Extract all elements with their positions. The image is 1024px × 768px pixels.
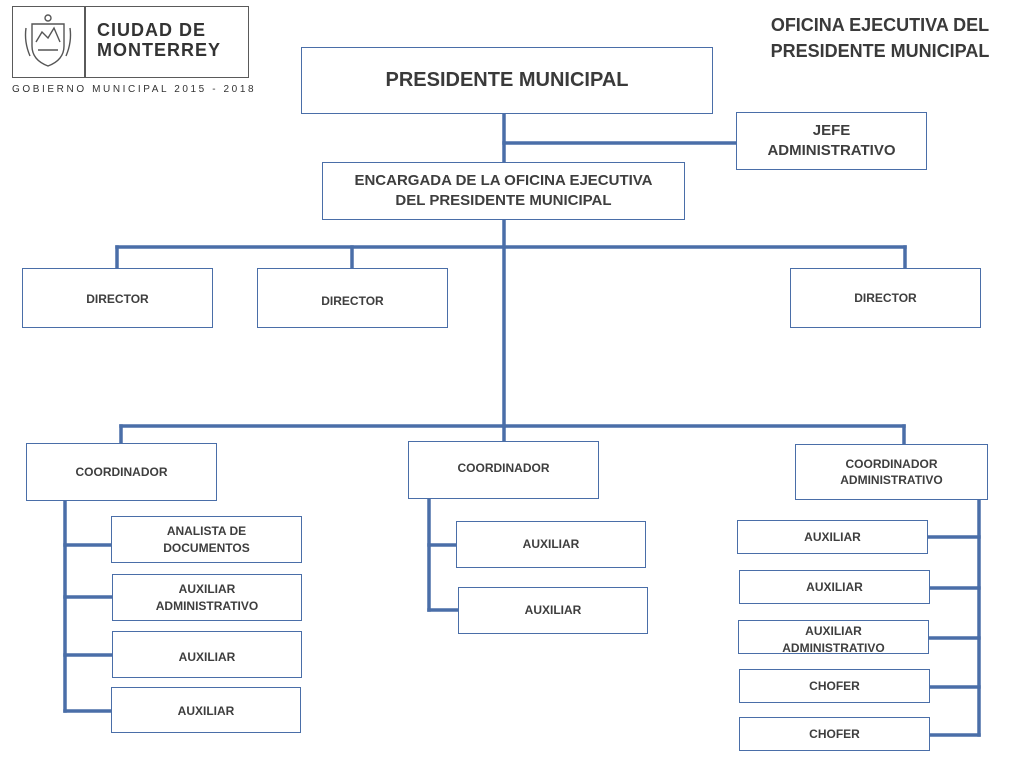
director-label: DIRECTOR — [321, 294, 384, 308]
director-label: DIRECTOR — [86, 292, 149, 306]
page-title-line1: OFICINA EJECUTIVA DEL — [770, 15, 990, 35]
city-name-line2: MONTERREY — [97, 40, 222, 60]
jefe-label-line2: ADMINISTRATIVO — [767, 142, 896, 159]
staff-box-auxiliar: AUXILIAR — [111, 687, 301, 733]
city-crest-icon — [24, 14, 72, 67]
jefe-label-line1: JEFE — [812, 121, 851, 139]
staff-label: AUXILIAR — [804, 529, 861, 544]
page-title-line2: PRESIDENTE MUNICIPAL — [770, 41, 990, 61]
staff-label: ANALISTA DE — [166, 524, 247, 539]
staff-label: ADMINISTRATIVO — [782, 640, 885, 654]
coordinator-label: COORDINADOR — [457, 461, 550, 475]
coordinator-admin-box: COORDINADOR ADMINISTRATIVO — [795, 444, 988, 500]
coordinator-label: COORDINADOR — [75, 464, 168, 479]
logo-frame — [12, 6, 249, 78]
page-title: OFICINA EJECUTIVA DEL PRESIDENTE MUNICIP… — [750, 12, 1010, 64]
staff-label: CHOFER — [809, 678, 860, 693]
staff-label: AUXILIAR — [522, 537, 580, 552]
director-box: DIRECTOR — [257, 268, 448, 328]
staff-label: AUXILIAR — [806, 579, 863, 594]
staff-box-auxiliar-administrativo: AUXILIAR ADMINISTRATIVO — [112, 574, 302, 621]
jefe-administrativo-box: JEFE ADMINISTRATIVO — [736, 112, 927, 170]
coordinator-center-box: COORDINADOR — [408, 441, 599, 499]
director-box: DIRECTOR — [22, 268, 213, 328]
staff-box-auxiliar: AUXILIAR — [112, 631, 302, 678]
staff-label: ADMINISTRATIVO — [155, 598, 259, 613]
staff-box-auxiliar: AUXILIAR — [458, 587, 648, 634]
staff-label: AUXILIAR — [178, 650, 236, 665]
president-label: PRESIDENTE MUNICIPAL — [385, 69, 629, 91]
staff-label: DOCUMENTOS — [163, 540, 250, 555]
staff-box-auxiliar-administrativo: AUXILIAR ADMINISTRATIVO — [738, 620, 929, 654]
staff-box-chofer: CHOFER — [739, 669, 930, 703]
city-name: CIUDAD DE MONTERREY — [97, 20, 247, 60]
staff-label: AUXILIAR — [524, 603, 582, 618]
staff-box-auxiliar: AUXILIAR — [456, 521, 646, 568]
encargada-label-line1: ENCARGADA DE LA OFICINA EJECUTIVA — [354, 171, 653, 189]
coordinator-admin-line2: ADMINISTRATIVO — [840, 473, 943, 487]
coordinator-left-box: COORDINADOR — [26, 443, 217, 501]
coordinator-admin-line1: COORDINADOR — [845, 456, 938, 471]
director-box: DIRECTOR — [790, 268, 981, 328]
staff-box-chofer: CHOFER — [739, 717, 930, 751]
staff-box-analista: ANALISTA DE DOCUMENTOS — [111, 516, 302, 563]
president-box: PRESIDENTE MUNICIPAL — [301, 47, 713, 114]
staff-box-auxiliar: AUXILIAR — [737, 520, 928, 554]
staff-box-auxiliar: AUXILIAR — [739, 570, 930, 604]
encargada-box: ENCARGADA DE LA OFICINA EJECUTIVA DEL PR… — [322, 162, 685, 220]
director-label: DIRECTOR — [854, 291, 917, 305]
staff-label: AUXILIAR — [805, 624, 862, 638]
city-name-line1: CIUDAD DE — [97, 20, 207, 40]
staff-label: AUXILIAR — [178, 582, 236, 597]
staff-label: AUXILIAR — [177, 703, 235, 718]
government-period: GOBIERNO MUNICIPAL 2015 - 2018 — [12, 84, 257, 95]
encargada-label-line2: DEL PRESIDENTE MUNICIPAL — [395, 192, 612, 209]
logo-divider — [84, 6, 86, 78]
staff-label: CHOFER — [809, 726, 860, 741]
